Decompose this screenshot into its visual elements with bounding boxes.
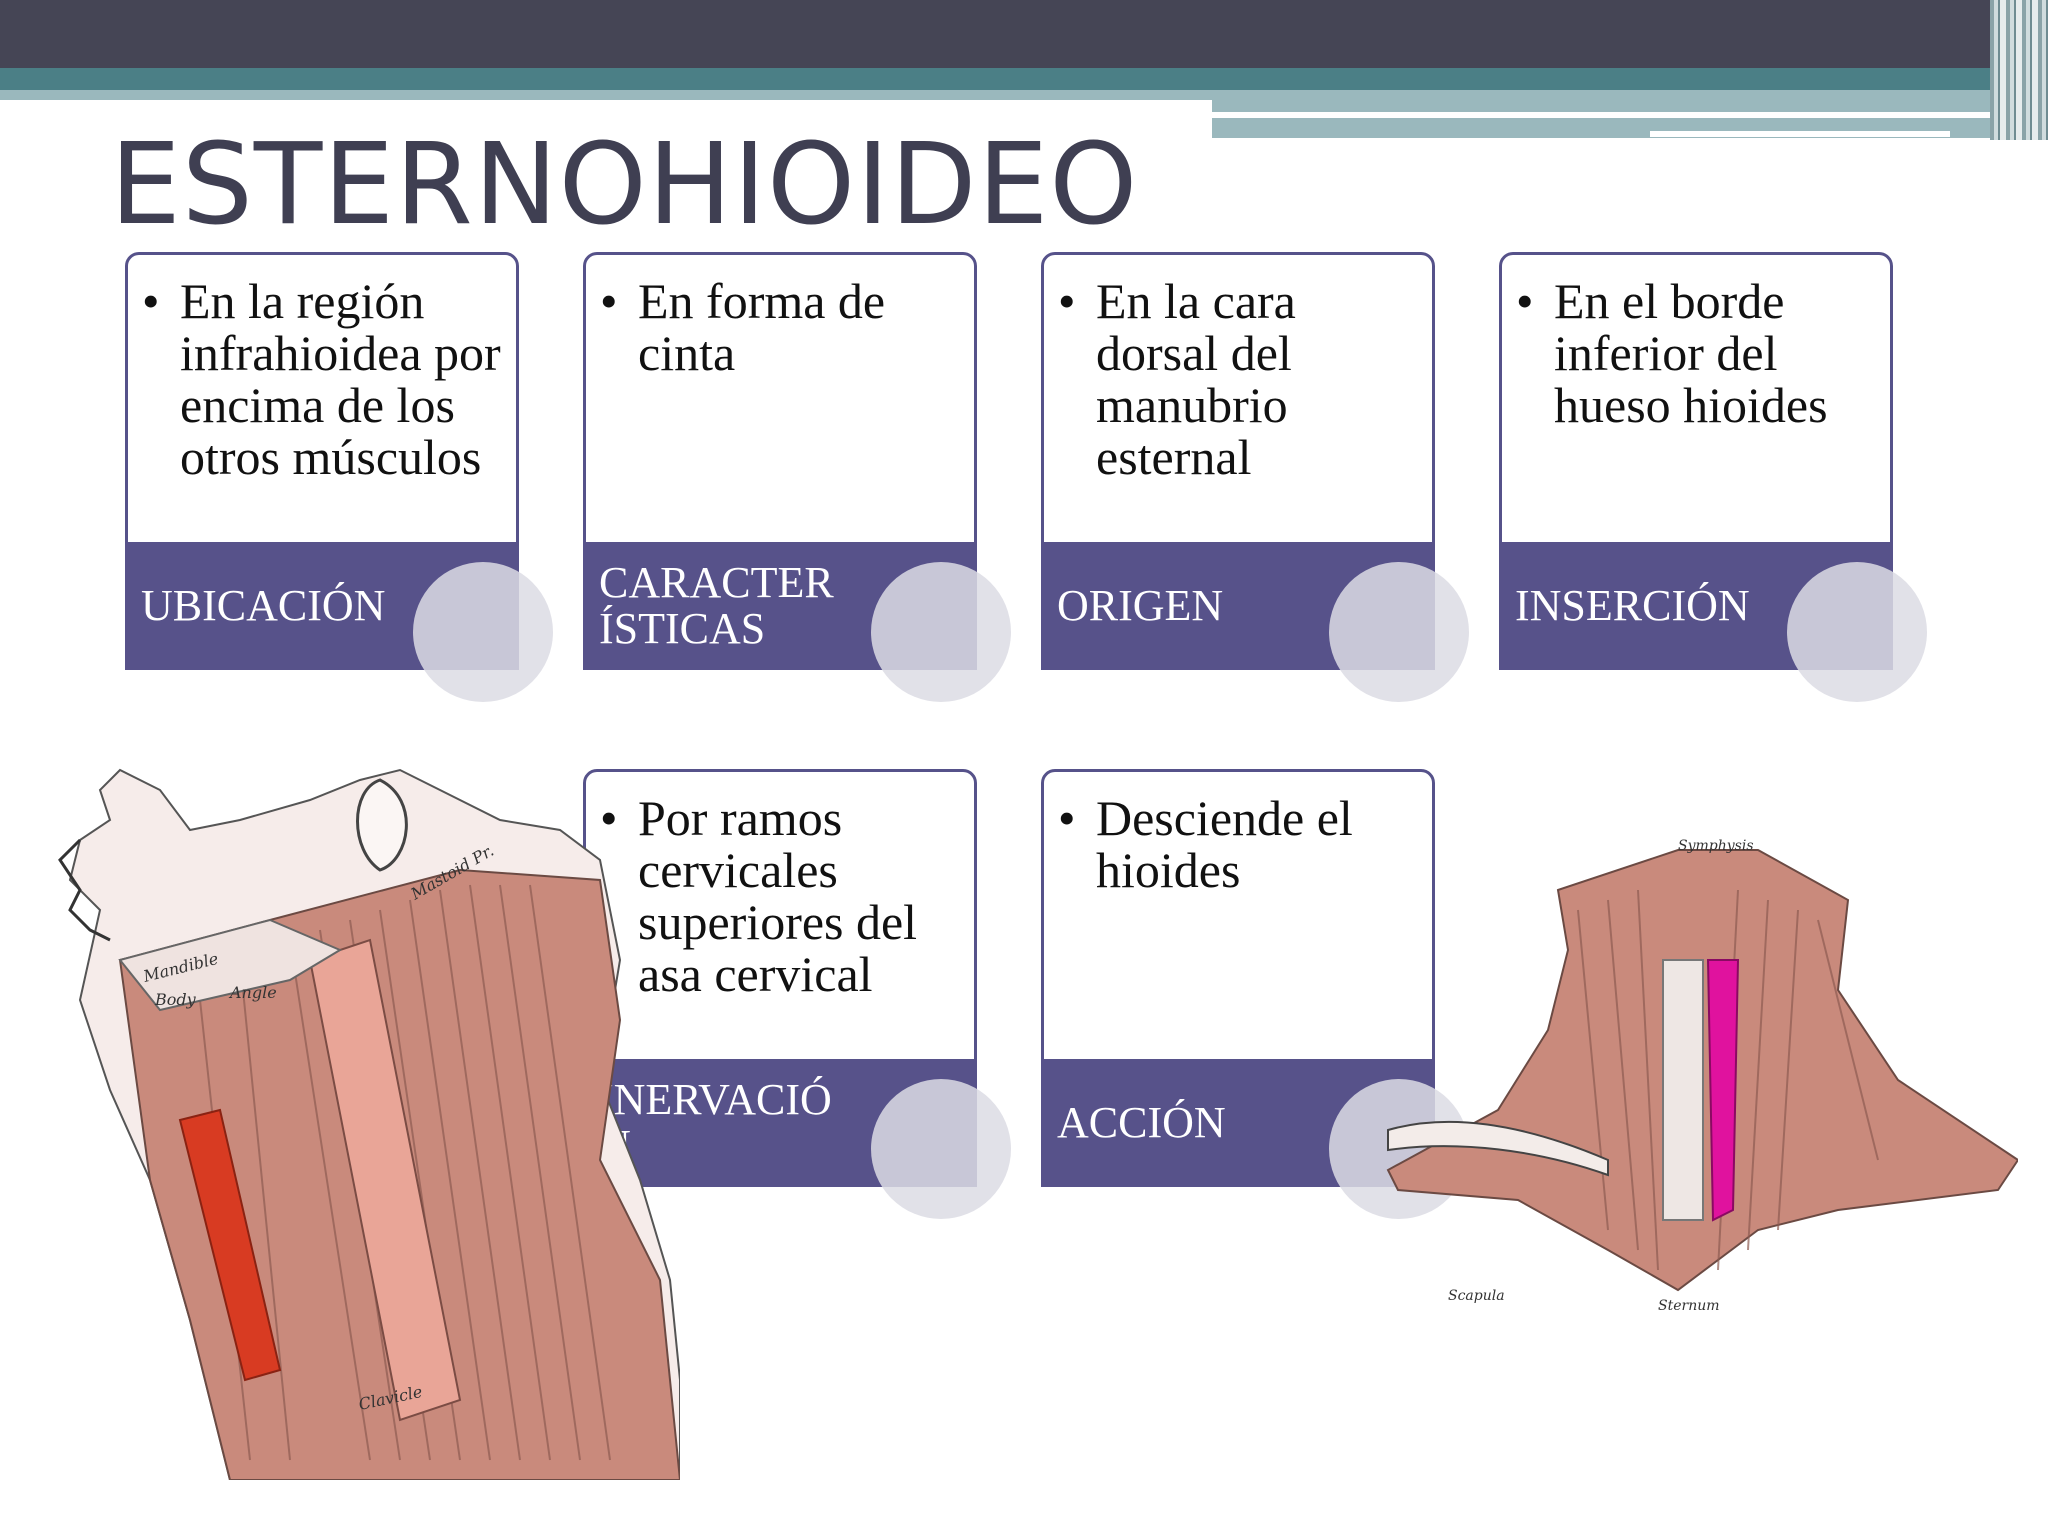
card-label: ORIGEN: [1057, 581, 1224, 630]
card-content-box: • Por ramos cervicales superiores del as…: [583, 769, 977, 1075]
decorative-circle: [413, 562, 553, 702]
card-inervacion: • Por ramos cervicales superiores del as…: [583, 769, 1011, 1219]
neck-anterior-illustration: Symphysis Scapula Sternum: [1386, 838, 2018, 1314]
card-item-text: Desciende el hioides: [1096, 790, 1353, 898]
decorative-circle: [1329, 562, 1469, 702]
header-light-band: [0, 90, 1212, 100]
header-accent-band: [0, 68, 2048, 90]
bullet-icon: •: [600, 273, 618, 329]
card-item-text: En la cara dorsal del manubrio esternal: [1096, 273, 1296, 485]
label-sternum: Sternum: [1658, 1298, 1720, 1314]
decorative-circle: [1787, 562, 1927, 702]
neck-lateral-illustration: Mandible Body Angle Mastoid Pr. Clavicle: [58, 768, 680, 1480]
card-item-text: En forma de cinta: [638, 273, 886, 381]
card-content-box: • Desciende el hioides: [1041, 769, 1435, 1075]
bullet-icon: •: [1058, 790, 1076, 846]
label-body: Body: [154, 990, 197, 1009]
card-content-box: • En la región infrahioidea por encima d…: [125, 252, 519, 558]
card-label: UBICACIÓN: [141, 581, 386, 630]
header-light-band-right: [1212, 90, 2048, 112]
card-content-box: • En la cara dorsal del manubrio esterna…: [1041, 252, 1435, 558]
card-item-text: En la región infrahioidea por encima de …: [180, 273, 501, 485]
bullet-icon: •: [142, 273, 160, 329]
header-stripes-decoration: [1990, 0, 2048, 140]
card-label: CARACTER ÍSTICAS: [599, 558, 834, 653]
header-divider-line-lower: [1650, 131, 1950, 137]
slide-title: ESTERNOHIOIDEO: [110, 120, 1139, 250]
bullet-icon: •: [600, 790, 618, 846]
card-ubicacion: • En la región infrahioidea por encima d…: [125, 252, 553, 702]
card-content-box: • En forma de cinta: [583, 252, 977, 558]
card-origen: • En la cara dorsal del manubrio esterna…: [1041, 252, 1469, 702]
card-insercion: • En el borde inferior del hueso hioides…: [1499, 252, 1927, 702]
card-item-text: Por ramos cervicales superiores del asa …: [638, 790, 918, 1002]
card-label: INSERCIÓN: [1515, 581, 1750, 630]
label-scapula: Scapula: [1448, 1288, 1505, 1304]
card-item-text: En el borde inferior del hueso hioides: [1554, 273, 1828, 433]
bullet-icon: •: [1516, 273, 1534, 329]
decorative-circle: [871, 562, 1011, 702]
label-angle: Angle: [228, 983, 277, 1002]
card-label: ACCIÓN: [1057, 1098, 1226, 1147]
decorative-circle: [871, 1079, 1011, 1219]
header-divider-line: [1212, 112, 1896, 118]
card-content-box: • En el borde inferior del hueso hioides: [1499, 252, 1893, 558]
bullet-icon: •: [1058, 273, 1076, 329]
header-bar: [0, 0, 2048, 68]
card-accion: • Desciende el hioides ACCIÓN: [1041, 769, 1469, 1219]
label-symphysis: Symphysis: [1678, 838, 1754, 854]
card-caracteristicas: • En forma de cinta CARACTER ÍSTICAS: [583, 252, 1011, 702]
